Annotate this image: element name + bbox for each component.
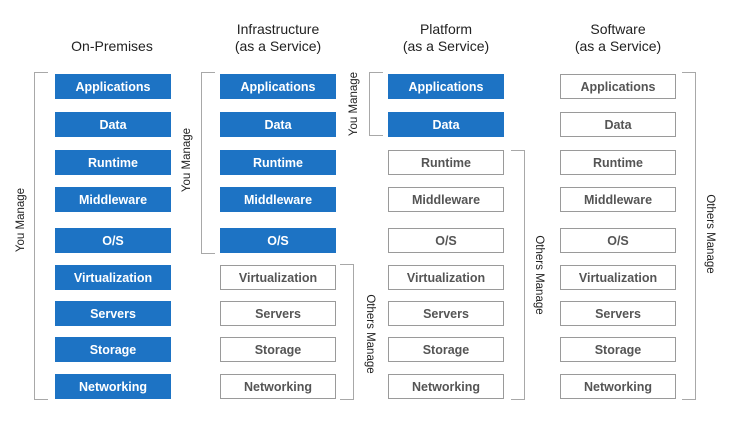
layer-box-paas-applications: Applications (388, 74, 504, 99)
layer-box-on-premises-networking: Networking (55, 374, 171, 399)
layer-box-saas-runtime: Runtime (560, 150, 676, 175)
layer-box-saas-servers: Servers (560, 301, 676, 326)
you-manage-bracket-on-premises (34, 72, 48, 400)
column-title-line1: Platform (419, 21, 473, 37)
others-manage-label-saas: Others Manage (704, 194, 716, 274)
layer-box-iaas-networking: Networking (220, 374, 336, 399)
layer-box-saas-middleware: Middleware (560, 187, 676, 212)
column-title-line1: Software (590, 21, 646, 37)
layer-box-iaas-virtualization: Virtualization (220, 265, 336, 290)
layer-box-on-premises-applications: Applications (55, 74, 171, 99)
column-title-line2: (as a Service) (402, 38, 490, 54)
layer-box-saas-storage: Storage (560, 337, 676, 362)
column-title-line1: Infrastructure (236, 21, 320, 37)
you-manage-label-on-premises: You Manage (15, 187, 27, 253)
layer-box-iaas-data: Data (220, 112, 336, 137)
others-manage-bracket-saas (682, 72, 696, 400)
layer-box-iaas-runtime: Runtime (220, 150, 336, 175)
others-manage-bracket-iaas (340, 264, 354, 400)
column-title-on-premises: On-Premises (52, 38, 172, 55)
layer-box-paas-virtualization: Virtualization (388, 265, 504, 290)
others-manage-bracket-paas (511, 150, 525, 400)
layer-box-paas-storage: Storage (388, 337, 504, 362)
you-manage-bracket-paas (369, 72, 383, 136)
layer-box-paas-servers: Servers (388, 301, 504, 326)
layer-box-on-premises-os: O/S (55, 228, 171, 253)
layer-box-paas-os: O/S (388, 228, 504, 253)
layer-box-on-premises-virtualization: Virtualization (55, 265, 171, 290)
layer-box-saas-data: Data (560, 112, 676, 137)
layer-box-on-premises-runtime: Runtime (55, 150, 171, 175)
layer-box-saas-networking: Networking (560, 374, 676, 399)
column-title-line2: (as a Service) (234, 38, 322, 54)
layer-box-on-premises-storage: Storage (55, 337, 171, 362)
layer-box-paas-networking: Networking (388, 374, 504, 399)
column-title-paas: Platform (as a Service) (386, 21, 506, 55)
you-manage-bracket-iaas (201, 72, 215, 254)
layer-box-saas-applications: Applications (560, 74, 676, 99)
column-title-saas: Software (as a Service) (558, 21, 678, 55)
layer-box-paas-runtime: Runtime (388, 150, 504, 175)
layer-box-paas-middleware: Middleware (388, 187, 504, 212)
others-manage-label-paas: Others Manage (533, 235, 545, 315)
layer-box-iaas-os: O/S (220, 228, 336, 253)
others-manage-label-iaas: Others Manage (364, 294, 376, 374)
column-title-iaas: Infrastructure (as a Service) (218, 21, 338, 55)
column-title-line2: (as a Service) (574, 38, 662, 54)
column-title-line1: On-Premises (71, 38, 153, 54)
you-manage-label-iaas: You Manage (181, 127, 193, 193)
layer-box-paas-data: Data (388, 112, 504, 137)
layer-box-iaas-middleware: Middleware (220, 187, 336, 212)
layer-box-saas-virtualization: Virtualization (560, 265, 676, 290)
layer-box-iaas-storage: Storage (220, 337, 336, 362)
layer-box-iaas-servers: Servers (220, 301, 336, 326)
layer-box-on-premises-middleware: Middleware (55, 187, 171, 212)
layer-box-iaas-applications: Applications (220, 74, 336, 99)
layer-box-saas-os: O/S (560, 228, 676, 253)
layer-box-on-premises-servers: Servers (55, 301, 171, 326)
you-manage-label-paas: You Manage (348, 71, 360, 137)
layer-box-on-premises-data: Data (55, 112, 171, 137)
